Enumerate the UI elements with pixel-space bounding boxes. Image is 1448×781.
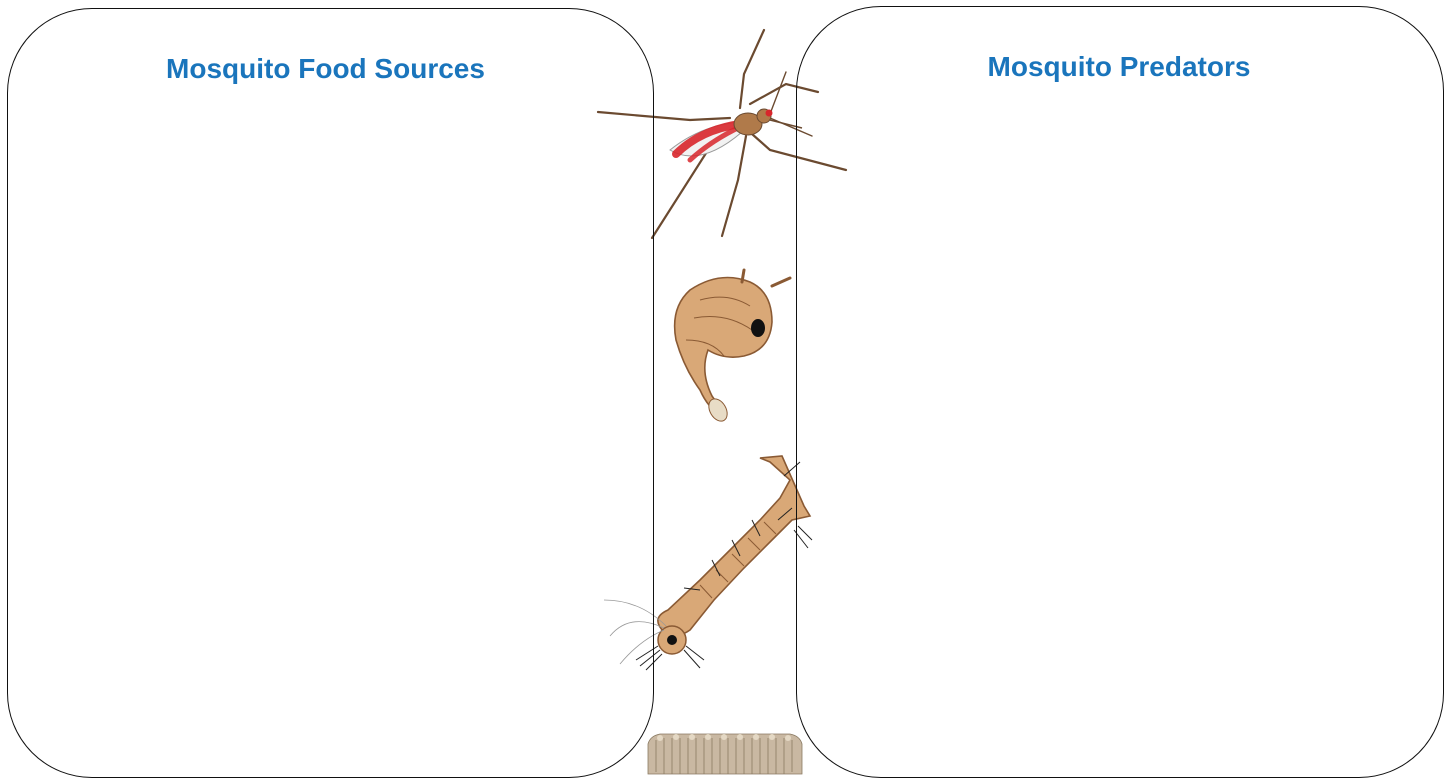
food-sources-panel: Mosquito Food Sources bbox=[7, 8, 654, 778]
adult-mosquito-body bbox=[670, 109, 802, 160]
predators-title: Mosquito Predators bbox=[795, 51, 1443, 83]
food-sources-title: Mosquito Food Sources bbox=[0, 53, 653, 85]
eggs-icon bbox=[648, 734, 802, 774]
pupa-icon bbox=[675, 270, 790, 424]
predators-panel: Mosquito Predators bbox=[796, 6, 1444, 778]
